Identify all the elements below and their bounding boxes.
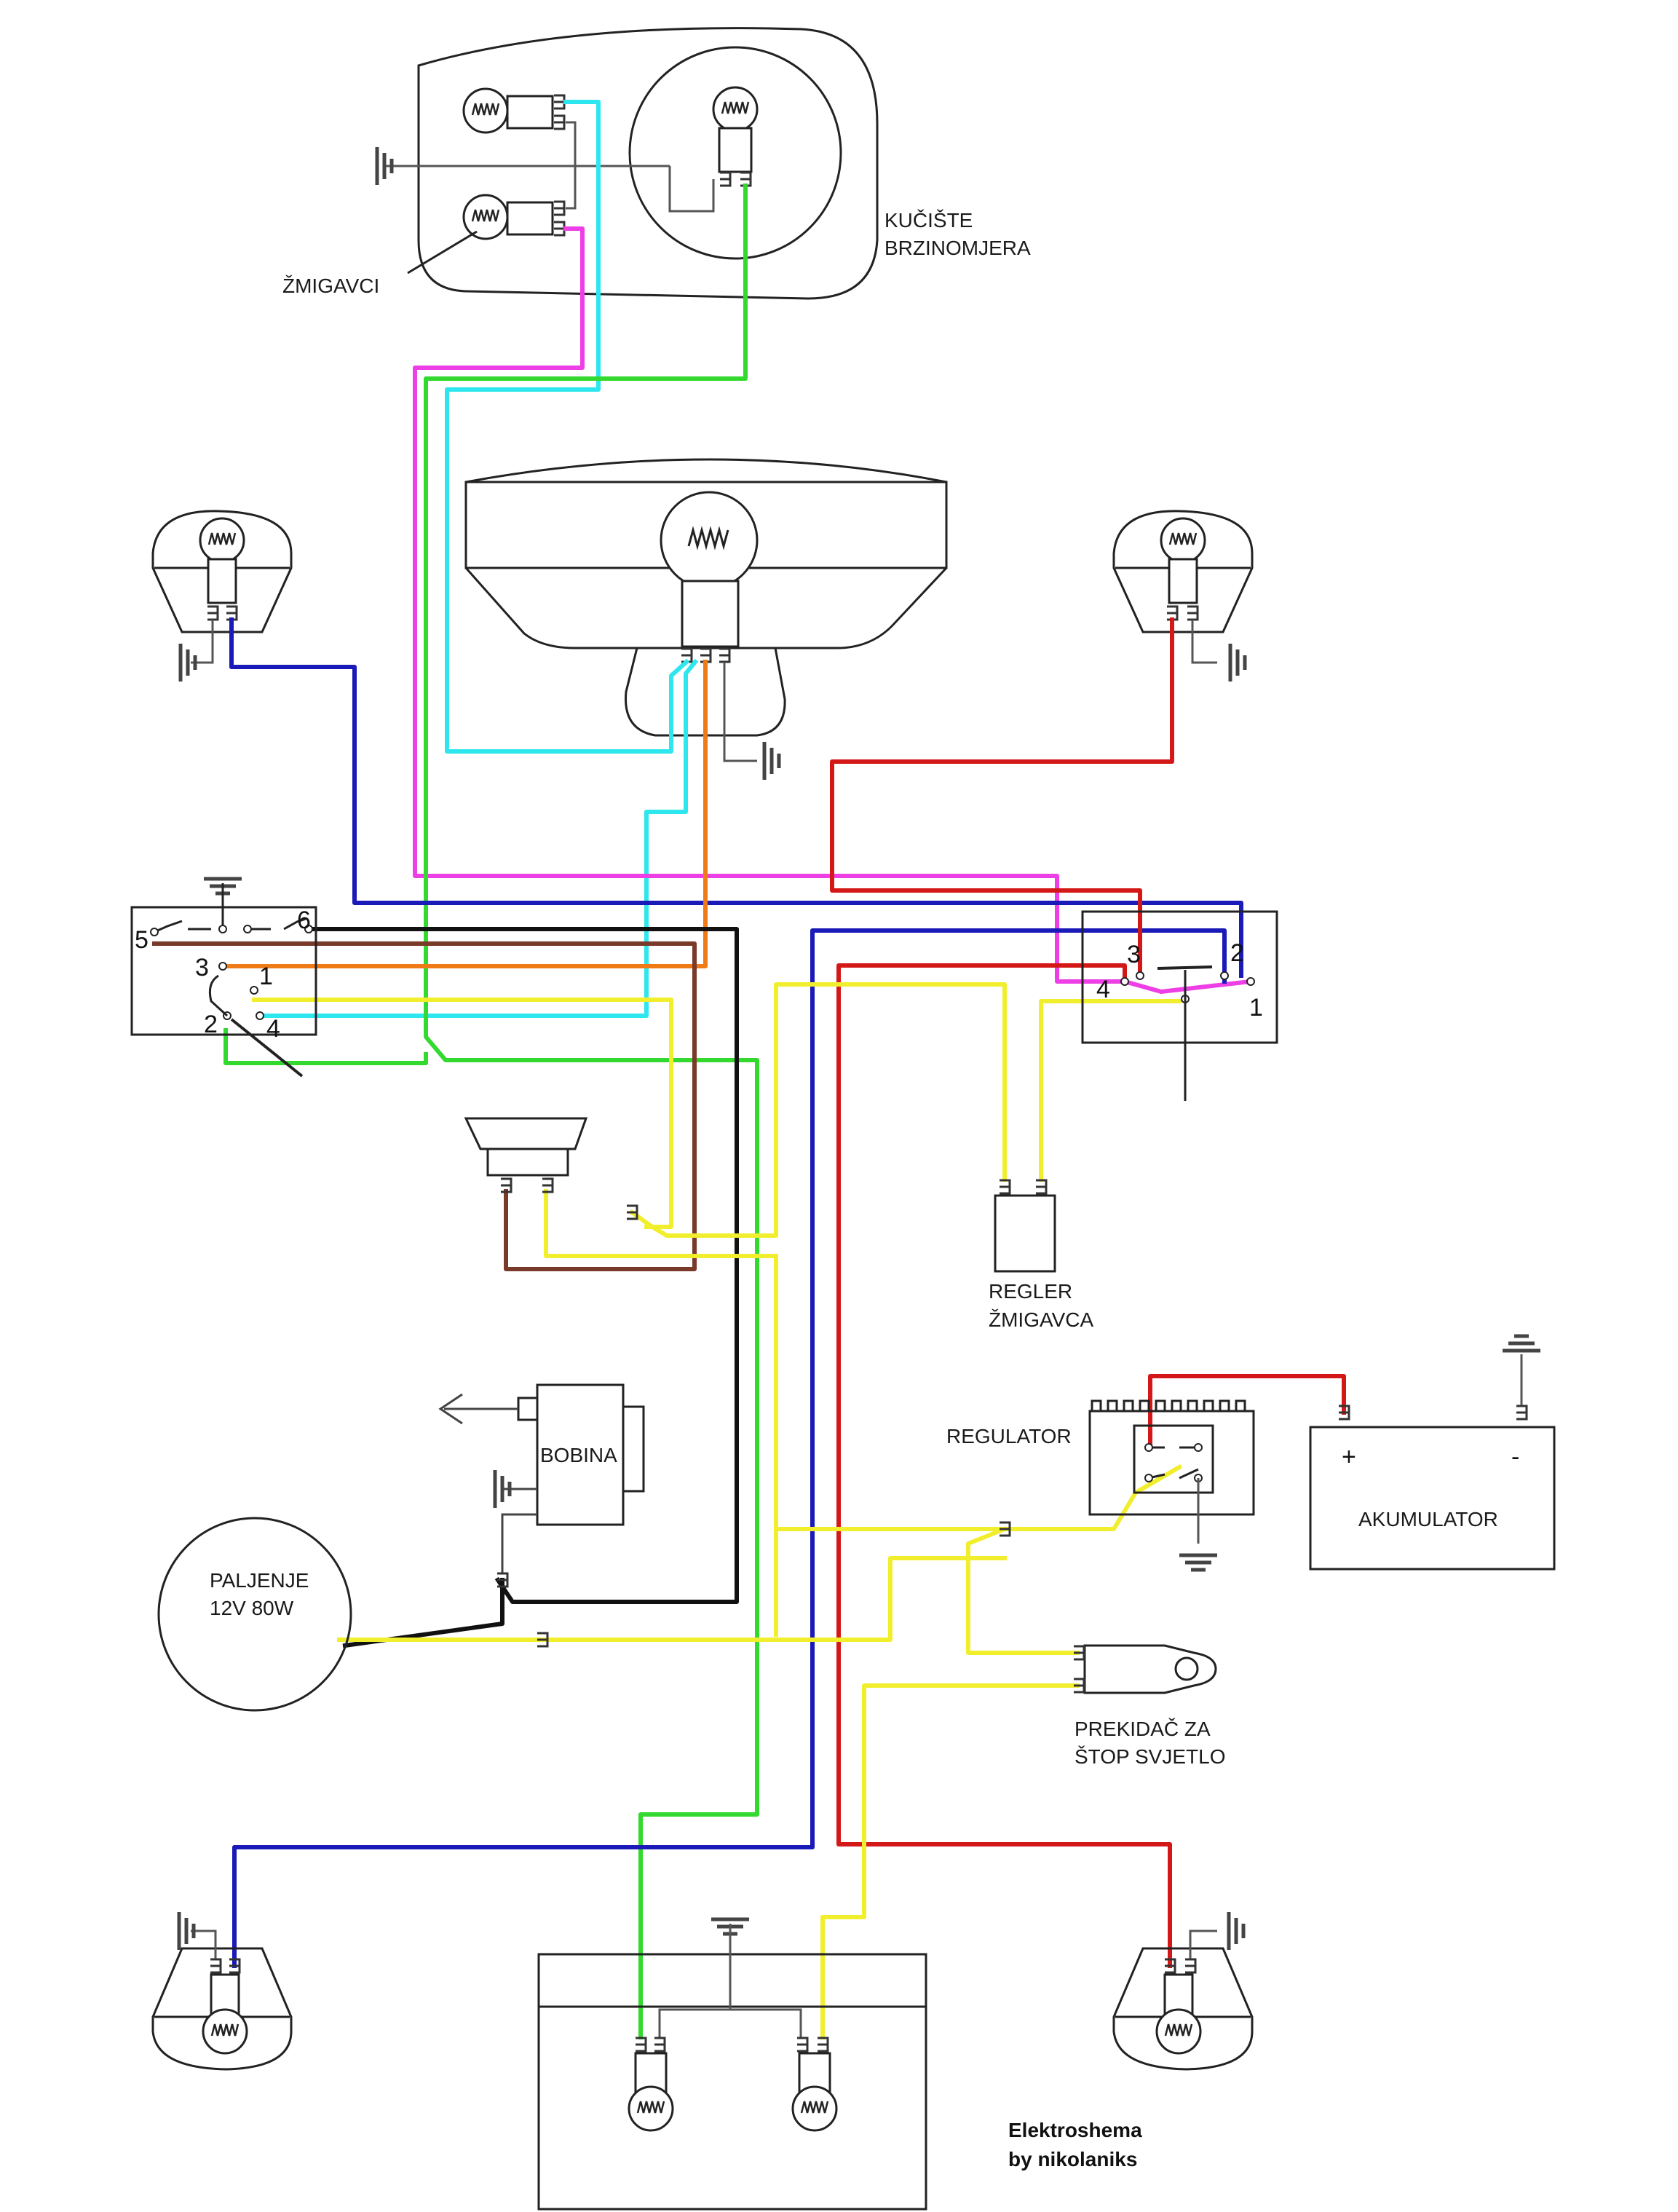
ign-terminal-5: 5 bbox=[135, 926, 149, 954]
regulator bbox=[998, 1399, 1255, 1570]
generator-label-1: PALJENJE bbox=[210, 1569, 309, 1592]
turn-terminal-2: 2 bbox=[1230, 939, 1244, 967]
wire-blue bbox=[229, 617, 1243, 1968]
ground-icon bbox=[764, 742, 779, 780]
wire-green bbox=[223, 183, 759, 2039]
wire-brown bbox=[152, 941, 697, 1271]
ign-terminal-1: 1 bbox=[259, 963, 273, 990]
turn-terminal-3: 3 bbox=[1127, 941, 1141, 968]
rear-right-indicator bbox=[1112, 1912, 1254, 2071]
brake-light-switch bbox=[1072, 1644, 1217, 1694]
wire-orange bbox=[221, 660, 708, 968]
battery-minus: - bbox=[1511, 1443, 1519, 1471]
turn-signal-switch: 3 2 4 1 bbox=[1081, 910, 1278, 1101]
flasher-label-1: REGLER bbox=[989, 1280, 1072, 1303]
brake-switch-label-1: PREKIDAČ ZA bbox=[1075, 1718, 1211, 1740]
ign-terminal-2: 2 bbox=[204, 1011, 218, 1038]
front-right-indicator bbox=[1112, 510, 1254, 682]
headlight bbox=[464, 458, 948, 780]
flasher-unit bbox=[994, 1179, 1056, 1273]
battery-plus: + bbox=[1342, 1443, 1356, 1471]
ground-icon bbox=[1179, 1555, 1217, 1570]
brake-switch-label-2: ŠTOP SVJETLO bbox=[1075, 1745, 1225, 1768]
turn-terminal-1: 1 bbox=[1249, 994, 1263, 1022]
credit-line-2: by nikolaniks bbox=[1008, 2148, 1137, 2170]
generator-label-2: 12V 80W bbox=[210, 1597, 294, 1619]
speedo-housing-label-2: BRZINOMJERA bbox=[884, 237, 1031, 259]
front-left-indicator bbox=[151, 510, 293, 682]
speedo-light-bulb bbox=[712, 86, 759, 187]
indicators-label: ŽMIGAVCI bbox=[282, 274, 379, 297]
turn-terminal-4: 4 bbox=[1096, 976, 1110, 1003]
ground-icon bbox=[1230, 644, 1245, 682]
ign-terminal-6: 6 bbox=[297, 906, 311, 934]
wire-cyan bbox=[256, 100, 699, 1018]
ignition-switch: 5 6 3 1 2 4 bbox=[130, 879, 317, 1078]
wire-magenta bbox=[413, 226, 1254, 994]
indicator-lamp-upper bbox=[462, 87, 566, 134]
horn bbox=[464, 1117, 638, 1220]
ign-terminal-3: 3 bbox=[195, 954, 209, 981]
ground-icon bbox=[1229, 1912, 1243, 1950]
ignition-coil: BOBINA bbox=[438, 1383, 645, 1588]
credit-line-1: Elektroshema bbox=[1008, 2119, 1142, 2141]
speedo-housing-label-1: KUČIŠTE bbox=[884, 209, 973, 232]
wire-yellow bbox=[252, 982, 1183, 2039]
battery-label: AKUMULATOR bbox=[1358, 1508, 1498, 1530]
coil-label: BOBINA bbox=[540, 1444, 617, 1466]
rear-left-indicator bbox=[151, 1912, 293, 2071]
ign-terminal-4: 4 bbox=[266, 1015, 280, 1043]
speedometer-housing bbox=[377, 27, 879, 300]
battery: + - bbox=[1309, 1336, 1556, 1571]
regulator-label: REGULATOR bbox=[946, 1425, 1072, 1447]
generator: PALJENJE 12V 80W bbox=[157, 1517, 549, 1712]
flasher-label-2: ŽMIGAVCA bbox=[989, 1308, 1093, 1331]
indicator-lamp-lower bbox=[462, 194, 566, 240]
tail-light bbox=[537, 1919, 927, 2211]
